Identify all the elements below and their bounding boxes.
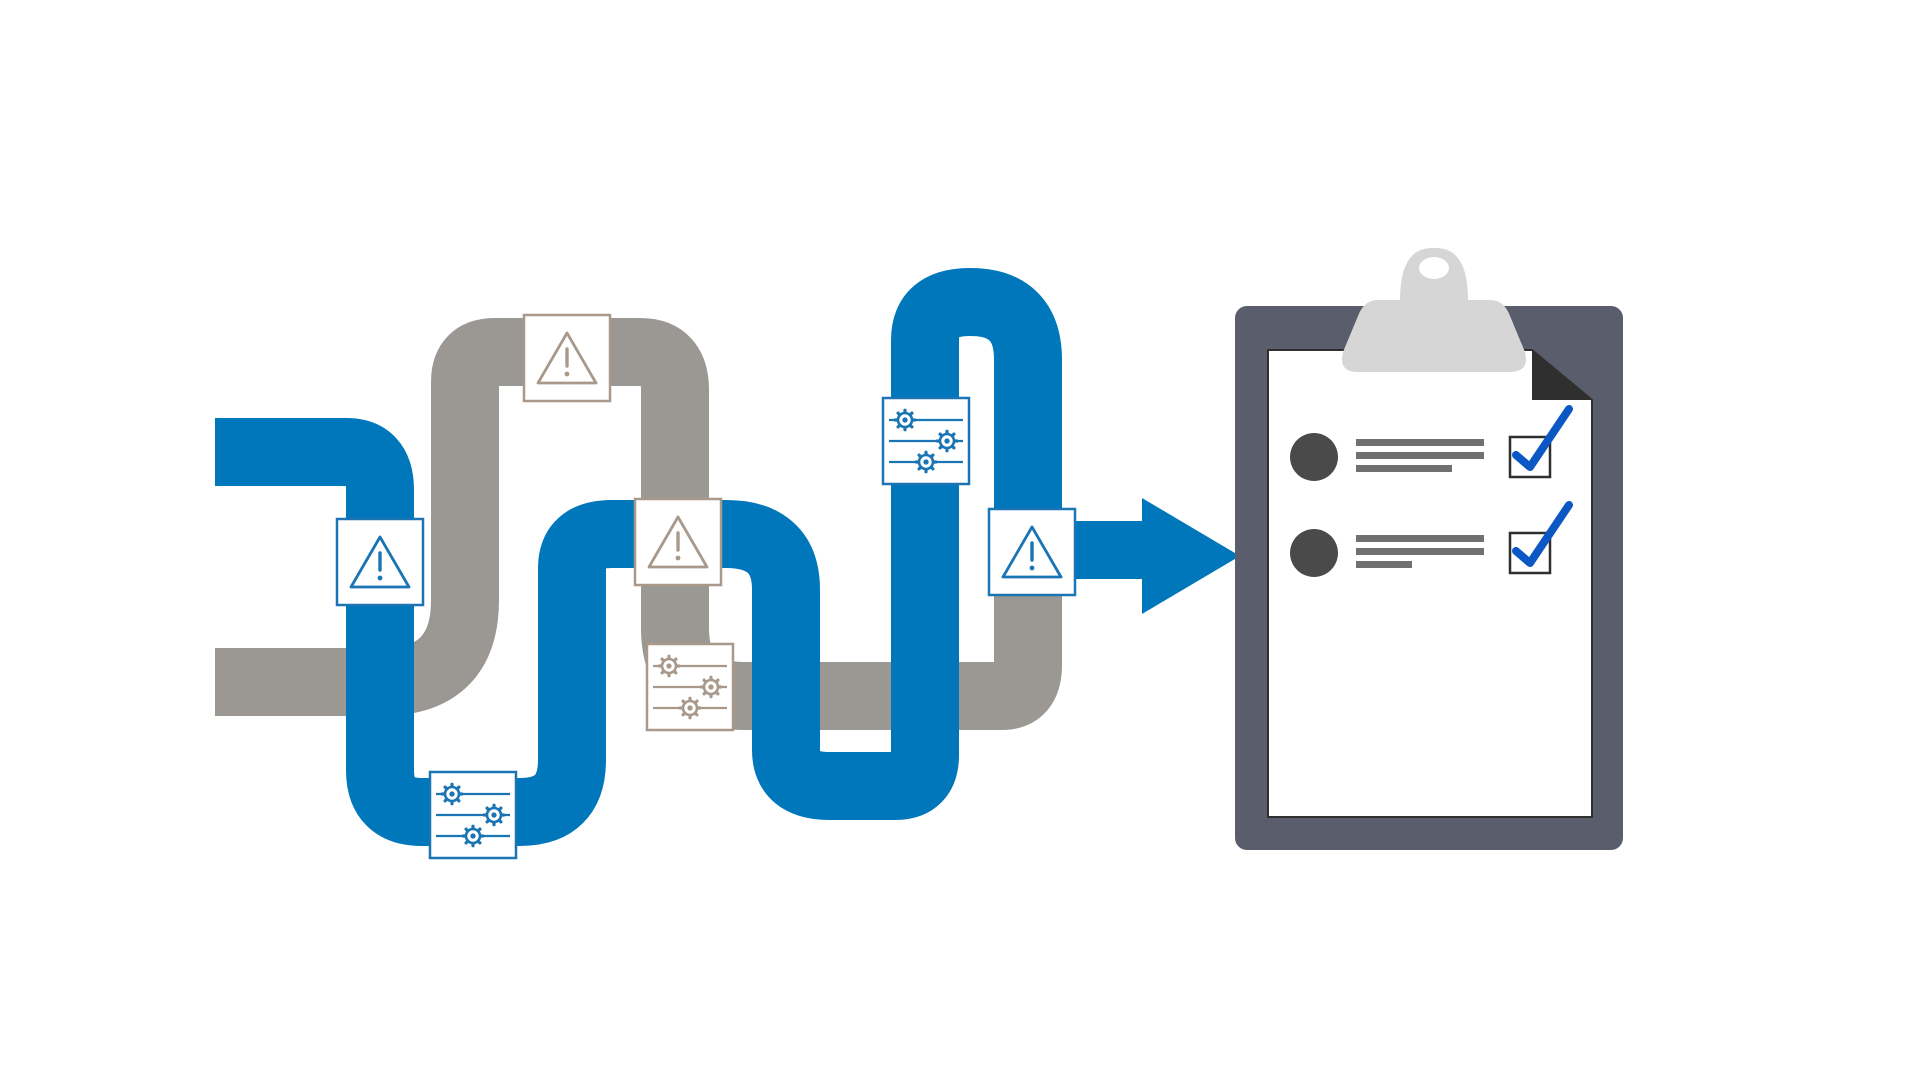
gear-icon xyxy=(482,803,506,827)
warning-triangle-icon xyxy=(647,515,709,569)
page-corner-fold xyxy=(1532,350,1592,400)
checklist-item xyxy=(1290,405,1573,481)
clipboard-clip-hole xyxy=(1419,257,1449,279)
warning-block xyxy=(335,517,425,607)
gear-icon xyxy=(935,429,959,453)
gear-icon xyxy=(657,654,681,678)
warning-block xyxy=(987,507,1077,597)
settings-block xyxy=(881,396,971,486)
gear-icon xyxy=(914,450,938,474)
gear-icon xyxy=(678,696,702,720)
warning-block xyxy=(522,313,612,403)
gray-pipe xyxy=(215,318,1062,730)
gear-icon xyxy=(893,408,917,432)
gear-settings-icon xyxy=(436,782,510,848)
checklist xyxy=(1290,405,1573,577)
gear-settings-icon xyxy=(889,408,963,474)
text-line-placeholder xyxy=(1356,535,1484,568)
warning-triangle-icon xyxy=(1001,525,1063,579)
checklist-item xyxy=(1290,501,1573,577)
pipe-blocks xyxy=(335,313,1077,860)
checked-box-icon xyxy=(1508,501,1573,575)
blue-pipe xyxy=(215,268,1062,846)
checkmark-icon xyxy=(1512,501,1573,567)
bullet-icon xyxy=(1290,529,1338,577)
checked-box-icon xyxy=(1508,405,1573,479)
arrow-right-icon xyxy=(1072,498,1240,614)
clipboard-paper xyxy=(1267,349,1593,818)
settings-block xyxy=(428,770,518,860)
clipboard-clip xyxy=(1342,248,1526,372)
gear-icon xyxy=(461,824,485,848)
checkmark-icon xyxy=(1512,405,1573,471)
bullet-icon xyxy=(1290,433,1338,481)
gear-icon xyxy=(440,782,464,806)
gear-icon xyxy=(699,675,723,699)
warning-triangle-icon xyxy=(349,535,411,589)
gear-settings-icon xyxy=(653,654,727,720)
text-line-placeholder xyxy=(1356,439,1484,472)
settings-block xyxy=(645,642,735,732)
warning-triangle-icon xyxy=(536,331,598,385)
warning-block xyxy=(633,497,723,587)
